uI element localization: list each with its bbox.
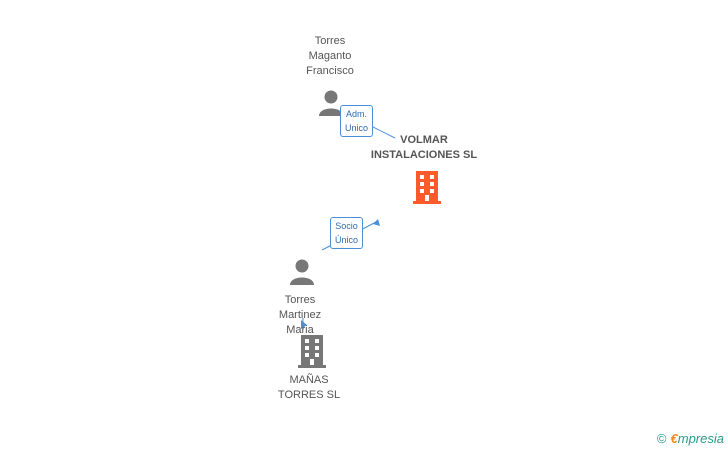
copyright-icon: © [656, 431, 667, 446]
person-top-name[interactable]: Torres Maganto Francisco [306, 35, 354, 77]
person-icon[interactable] [318, 89, 344, 117]
brand-footer: ©€mpresia [657, 431, 724, 446]
role-adm-unico[interactable]: Adm. Unico [340, 105, 374, 137]
person-icon[interactable] [289, 258, 315, 286]
building-icon[interactable] [296, 334, 328, 368]
role-socio-unico[interactable]: Socio Único [330, 217, 364, 249]
person-mid-name[interactable]: Torres Martinez Maria [278, 294, 322, 336]
company-main-name[interactable]: VOLMAR INSTALACIONES SL [370, 134, 478, 161]
brand-initial: € [670, 431, 678, 446]
company-bottom-name[interactable]: MAÑAS TORRES SL [277, 374, 341, 401]
building-icon[interactable] [411, 170, 443, 204]
brand-rest: mpresia [677, 431, 724, 446]
arrow-bottom-icon [301, 320, 307, 329]
arrow-socio-icon [373, 219, 380, 226]
